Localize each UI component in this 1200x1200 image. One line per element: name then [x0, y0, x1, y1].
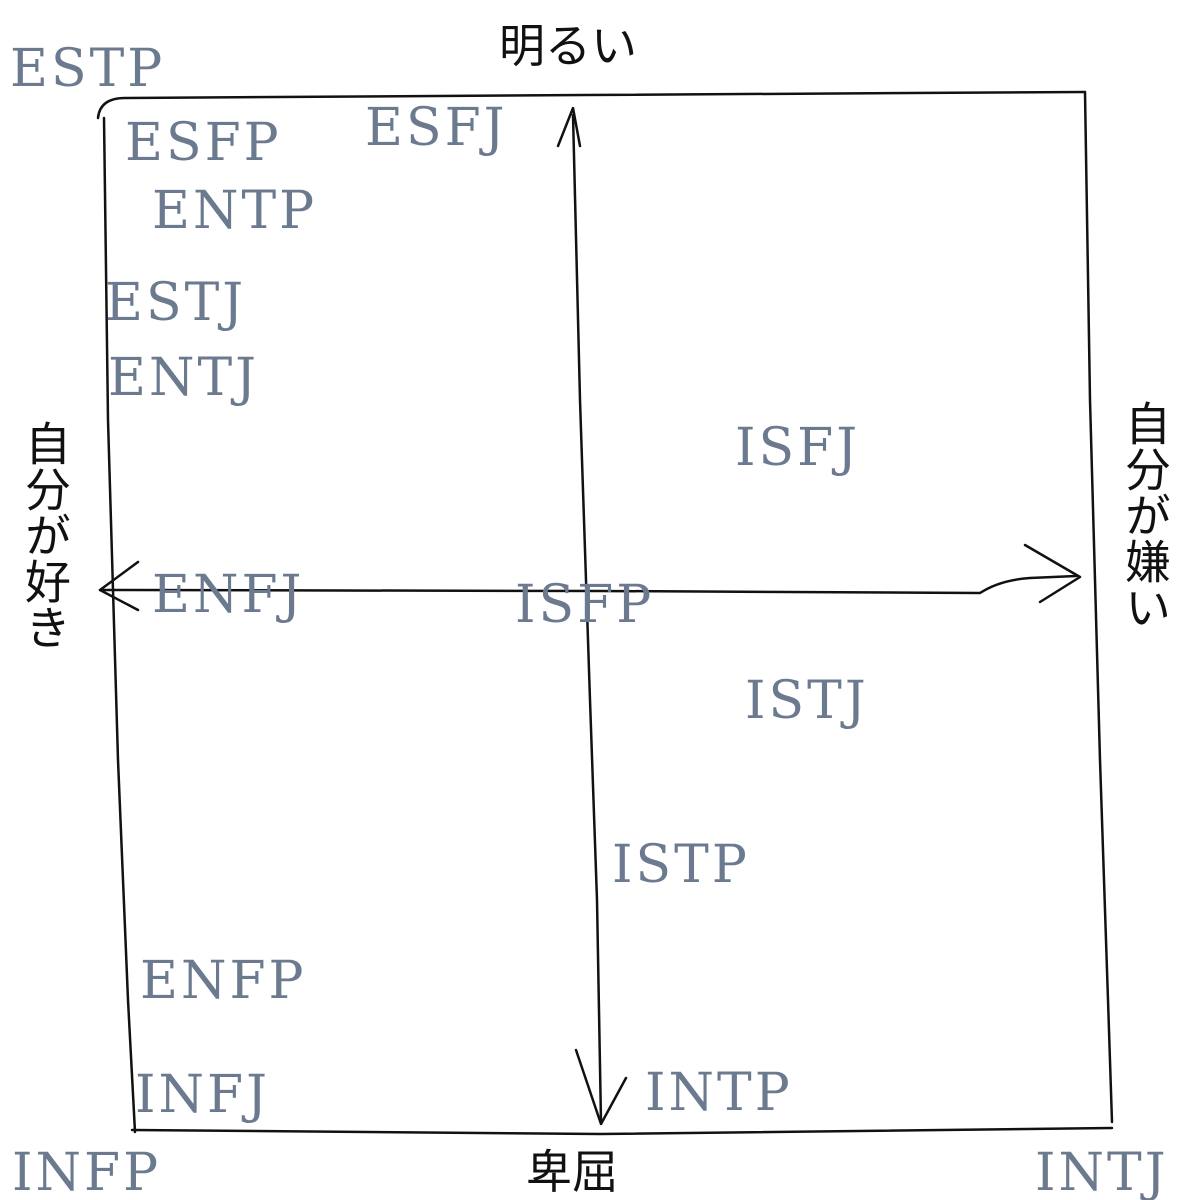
type-istp: ISTP: [612, 835, 750, 895]
frame-left-edge: [102, 116, 137, 1134]
type-entj: ENTJ: [108, 348, 259, 408]
frame-bottom-edge: [130, 1126, 1114, 1136]
type-entp: ENTP: [152, 181, 317, 241]
type-isfp: ISFP: [515, 575, 654, 635]
type-enfj: ENFJ: [152, 565, 304, 625]
arrow-right-icon: [1023, 543, 1082, 604]
frame-top-edge: [96, 90, 1087, 120]
axis-label-left: 自分が好き: [18, 420, 72, 650]
vertical-axis-line: [571, 113, 603, 1124]
arrow-down-icon: [574, 1048, 628, 1126]
axis-label-top: 明るい: [499, 19, 637, 73]
type-intj: INTJ: [1035, 1143, 1169, 1200]
type-infp: INFP: [12, 1143, 161, 1200]
axis-label-right: 自分が嫌い: [1118, 400, 1172, 630]
type-esfj: ESFJ: [365, 98, 508, 158]
type-enfp: ENFP: [140, 951, 307, 1011]
type-estp: ESTP: [10, 39, 165, 99]
type-estj: ESTJ: [105, 273, 246, 333]
arrow-up-icon: [556, 106, 582, 148]
type-intp: INTP: [645, 1063, 793, 1123]
type-isfj: ISFJ: [735, 418, 860, 478]
horizontal-axis-line: [98, 574, 1078, 595]
type-istj: ISTJ: [745, 671, 869, 731]
arrow-left-icon: [98, 560, 140, 612]
type-infj: INFJ: [135, 1065, 270, 1125]
type-esfp: ESFP: [125, 113, 282, 173]
axis-label-bottom: 卑屈: [526, 1145, 618, 1199]
frame-right-edge: [1083, 90, 1114, 1124]
type-labels: ESTP ESFP ESFJ ENTP ESTJ ENTJ ISFJ ENFJ …: [10, 39, 1169, 1200]
